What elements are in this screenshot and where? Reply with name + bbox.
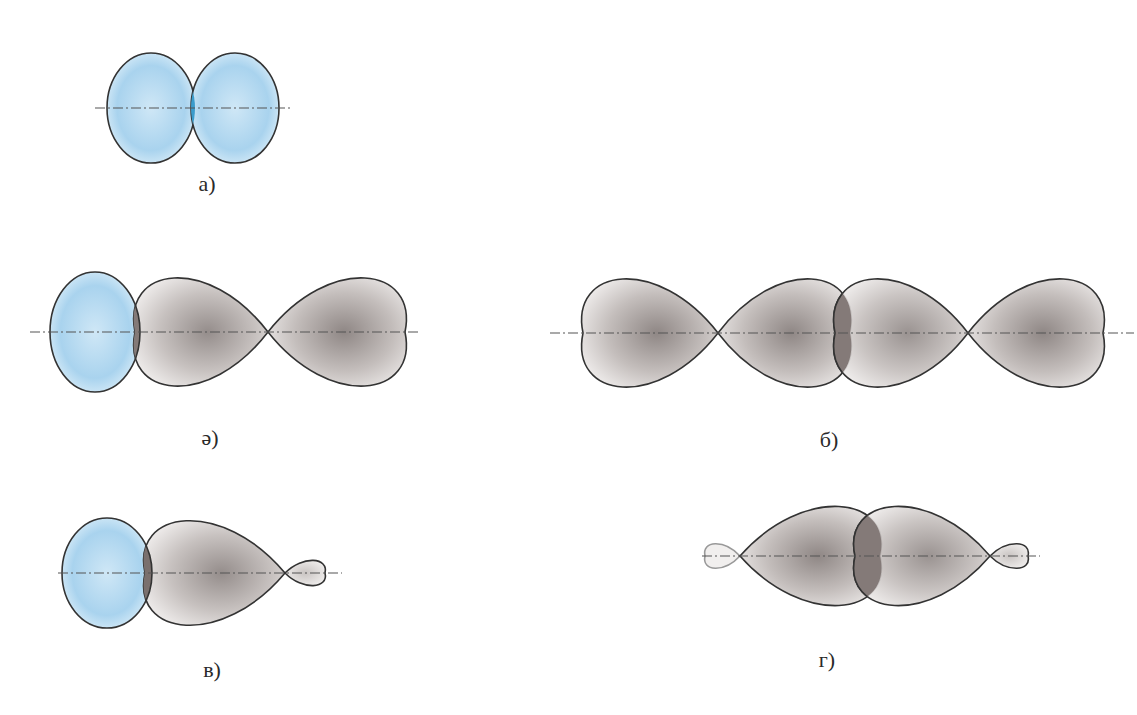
bond-axis [550, 332, 1134, 333]
figure-label: а) [198, 172, 215, 196]
bond-axis [95, 107, 292, 108]
figure-label: ә) [201, 426, 218, 450]
figure-label: г) [819, 648, 835, 672]
figure-label: б) [820, 428, 839, 452]
figure-label: в) [203, 658, 221, 682]
bond-axis [30, 331, 420, 332]
bond-axis [58, 572, 342, 573]
bond-axis [702, 555, 1040, 556]
